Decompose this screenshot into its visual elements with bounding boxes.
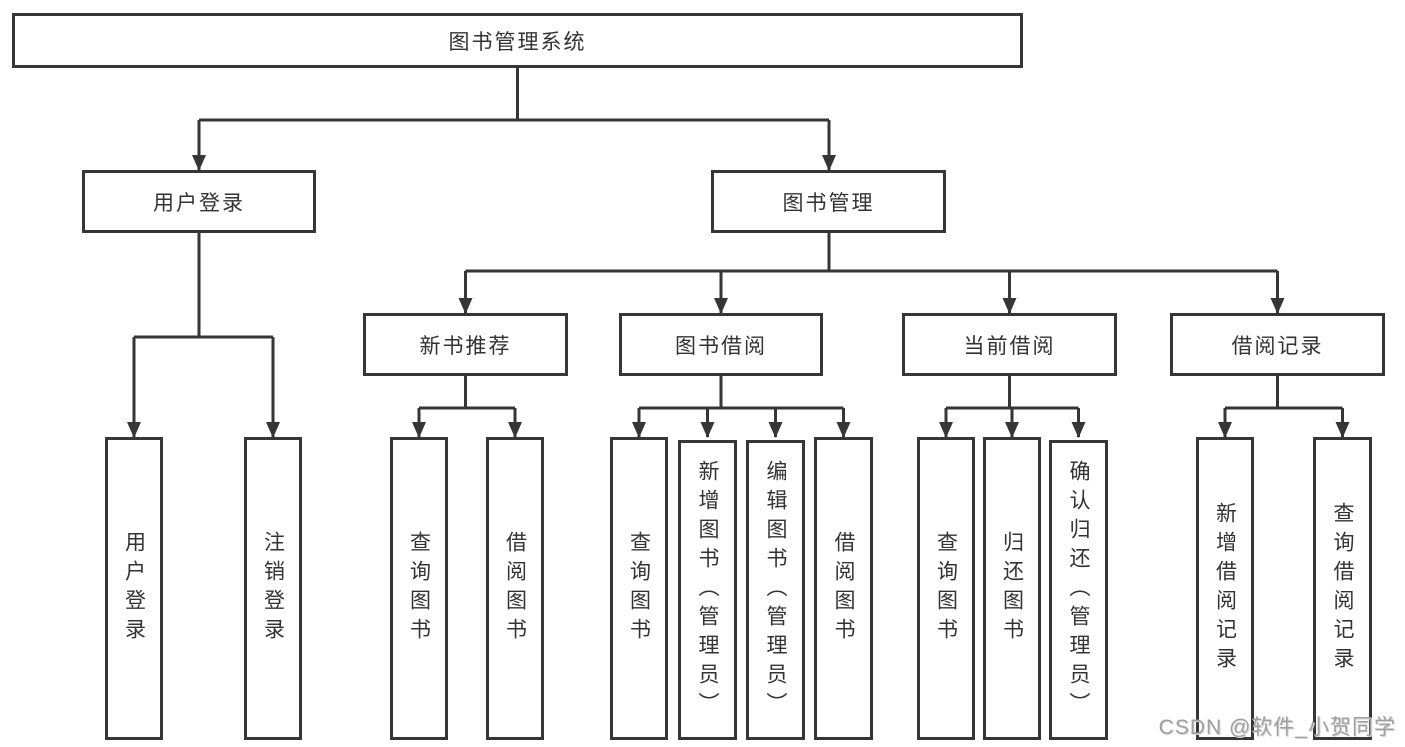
leaf-edit-book-admin: 编辑图书（管理员） (746, 440, 805, 740)
leaf-return-books: 归还图书 (983, 437, 1041, 740)
node-new-book-recommend: 新书推荐 (363, 313, 568, 376)
leaf-query-books-current: 查询图书 (917, 437, 975, 740)
node-borrowing-records: 借阅记录 (1170, 313, 1385, 376)
leaf-logout: 注销登录 (244, 437, 302, 740)
leaf-add-book-admin: 新增图书（管理员） (678, 440, 737, 740)
leaf-borrow-books-recommend: 借阅图书 (486, 437, 544, 740)
node-book-management: 图书管理 (711, 170, 946, 233)
node-user-login: 用户登录 (82, 170, 316, 233)
leaf-confirm-return-admin: 确认归还（管理员） (1049, 440, 1108, 740)
csdn-watermark: CSDN @软件_小贺同学 (1158, 716, 1396, 739)
node-current-borrowing: 当前借阅 (902, 313, 1117, 376)
leaf-add-borrow-record: 新增借阅记录 (1196, 437, 1254, 740)
node-book-borrowing: 图书借阅 (619, 313, 823, 376)
leaf-query-books-borrowing: 查询图书 (610, 437, 668, 740)
node-root: 图书管理系统 (12, 13, 1023, 68)
leaf-query-borrow-record: 查询借阅记录 (1313, 437, 1372, 740)
leaf-borrow-books-borrowing: 借阅图书 (814, 437, 873, 740)
leaf-query-books-recommend: 查询图书 (390, 437, 448, 740)
leaf-user-login: 用户登录 (105, 437, 163, 740)
